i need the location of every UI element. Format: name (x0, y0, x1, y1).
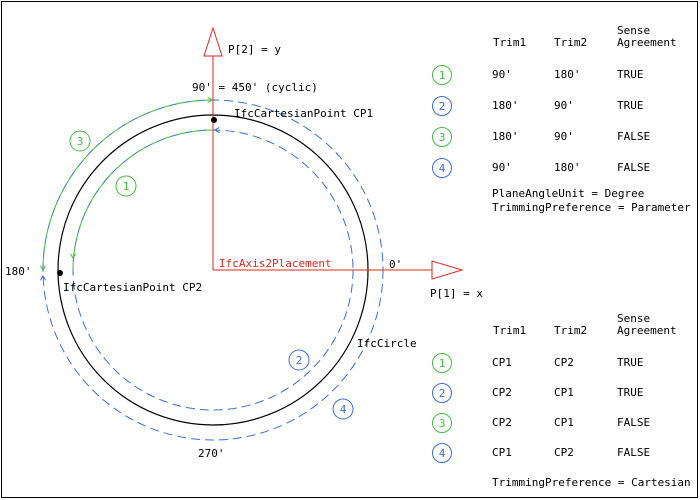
header-trim1: Trim1 (493, 324, 527, 337)
angle-270-label: 270' (198, 447, 225, 460)
arrow-blue-inner (214, 126, 220, 134)
sense-agreement-cell: FALSE (617, 130, 651, 143)
trim2-cell: 90' (554, 130, 574, 143)
y-axis-arrowhead (203, 26, 223, 57)
row-number-badge: 1 (432, 353, 452, 373)
curve-marker-4-label: 4 (340, 403, 347, 416)
trim2-cell: CP1 (554, 416, 574, 429)
row-number-badge: 2 (432, 96, 452, 116)
plane-angle-unit-note: PlaneAngleUnit = Degree (492, 187, 645, 200)
trim1-cell: CP1 (492, 446, 512, 459)
row-number-badge: 3 (432, 127, 452, 147)
row-number-badge: 1 (432, 65, 452, 85)
table-row: 2 CP2 CP1 TRUE (432, 383, 644, 407)
trim2-cell: CP2 (554, 446, 574, 459)
trim1-cell: CP2 (492, 416, 512, 429)
trim2-cell: 90' (554, 99, 574, 112)
header-sense: Sense (617, 24, 651, 37)
trim2-cell: CP2 (554, 356, 574, 369)
cartesian-point-cp2 (57, 270, 63, 276)
trim2-cell: CP1 (554, 386, 574, 399)
angle-90-label: 90' = 450' (cyclic) (192, 81, 318, 94)
y-axis-label: P[2] = y (228, 43, 281, 56)
trim1-cell: 90' (492, 161, 512, 174)
curve-marker-1-label: 1 (123, 180, 130, 193)
curve-marker-3 (69, 130, 91, 152)
curve-marker-4 (332, 398, 354, 420)
trimming-preference-cartesian-note: TrimmingPreference = Cartesian (492, 476, 691, 489)
arrow-green-outer-end (39, 265, 47, 271)
cartesian-point-cp2-label: IfcCartesianPoint CP2 (63, 281, 203, 294)
table-row: 4 CP1 CP2 FALSE (432, 443, 650, 467)
trim2-cell: 180' (554, 68, 581, 81)
curve-marker-2-label: 2 (296, 354, 303, 367)
sense-agreement-cell: FALSE (617, 446, 651, 459)
curve-marker-1 (115, 175, 137, 197)
header-trim1: Trim1 (493, 36, 527, 49)
header-trim2: Trim2 (554, 36, 588, 49)
curve-marker-2 (288, 349, 310, 371)
green-trim-curve-outer (42, 99, 214, 271)
trim2-cell: 180' (554, 161, 581, 174)
arrow-green-outer-start (207, 96, 213, 104)
sense-agreement-cell: TRUE (617, 386, 644, 399)
parameter-trimming-table: Trim1 Trim2 Sense Agreement 1 90' 180' TRUE… (432, 22, 697, 217)
trimming-preference-parameter-note: TrimmingPreference = Parameter (492, 201, 691, 214)
axis2placement-label: IfcAxis2Placement (219, 257, 332, 270)
row-number-badge: 4 (432, 443, 452, 463)
header-sense: Sense (617, 312, 651, 325)
trim1-cell: 180' (492, 130, 519, 143)
angle-0-label: 0' (389, 258, 403, 271)
header-agreement: Agreement (617, 324, 677, 337)
row-number-badge: 4 (432, 158, 452, 178)
green-trim-curve-inner (72, 129, 214, 271)
angle-180-label: 180' (5, 265, 32, 278)
trim1-cell: CP1 (492, 356, 512, 369)
table-row: 4 90' 180' FALSE (432, 158, 650, 182)
trim1-cell: CP2 (492, 386, 512, 399)
x-axis-label: P[1] = x (430, 287, 483, 300)
sense-agreement-cell: FALSE (617, 161, 651, 174)
row-number-badge: 2 (432, 383, 452, 403)
header-trim2: Trim2 (554, 324, 588, 337)
sense-agreement-cell: TRUE (617, 99, 644, 112)
x-axis-arrowhead (431, 260, 464, 280)
trim1-cell: 90' (492, 68, 512, 81)
arrow-green-inner-end (69, 253, 77, 259)
header-agreement: Agreement (617, 36, 677, 49)
table-row: 3 CP2 CP1 FALSE (432, 413, 650, 437)
circle-label: IfcCircle (357, 337, 417, 350)
trim1-cell: 180' (492, 99, 519, 112)
table-row: 2 180' 90' TRUE (432, 96, 644, 120)
table-row: 3 180' 90' FALSE (432, 127, 650, 151)
arrow-blue-outer (39, 275, 47, 281)
cartesian-point-cp1-label: IfcCartesianPoint CP1 (234, 107, 374, 120)
table-row: 1 CP1 CP2 TRUE (432, 353, 644, 377)
row-number-badge: 3 (432, 413, 452, 433)
table-row: 1 90' 180' TRUE (432, 65, 644, 89)
cartesian-point-cp1 (211, 117, 217, 123)
sense-agreement-cell: FALSE (617, 416, 651, 429)
curve-marker-3-label: 3 (77, 135, 84, 148)
sense-agreement-cell: TRUE (617, 356, 644, 369)
sense-agreement-cell: TRUE (617, 68, 644, 81)
